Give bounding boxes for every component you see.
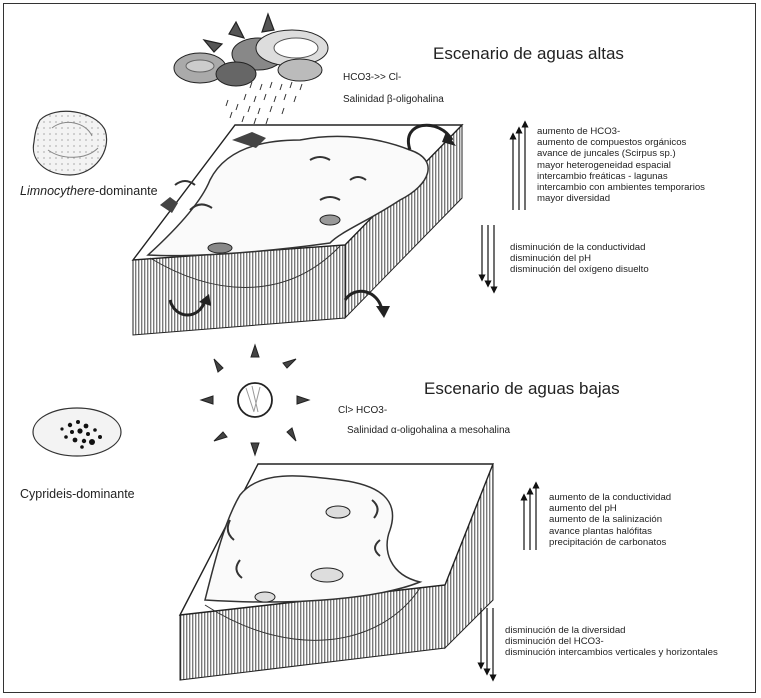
list-item: aumento de la conductividad bbox=[549, 492, 672, 503]
list-item: precipitación de carbonatos bbox=[549, 536, 667, 548]
list-item: disminución intercambios verticales y ho… bbox=[505, 647, 718, 659]
figure-frame bbox=[3, 3, 756, 693]
list-item: aumento del pH bbox=[549, 503, 617, 515]
low-water-title: Escenario de aguas bajas bbox=[424, 379, 620, 398]
list-item: aumento de compuestos orgánicos bbox=[537, 137, 687, 149]
list-item: mayor diversidad bbox=[537, 193, 611, 205]
high-ion-relation: HCO3->> Cl- bbox=[343, 72, 402, 83]
list-item: intercambio freáticas - lagunas bbox=[537, 170, 668, 182]
rain-drops bbox=[225, 81, 303, 125]
list-item: disminución del HCO3- bbox=[505, 636, 604, 648]
low-ion-relation: Cl> HCO3- bbox=[338, 405, 388, 416]
high-water-lagoon-block bbox=[131, 123, 464, 336]
increase-arrows-low bbox=[520, 481, 540, 550]
list-item: aumento de HCO3- bbox=[537, 126, 621, 137]
list-item: aumento de la salinización bbox=[549, 514, 663, 526]
list-item: disminución del oxígeno disuelto bbox=[510, 264, 649, 276]
high-salinity: Salinidad β-oligohalina bbox=[343, 94, 444, 105]
decrease-arrows-low bbox=[477, 608, 497, 682]
low-decrease-list: disminución de la diversidad disminución… bbox=[505, 625, 718, 659]
limnocythere-ostracod-image bbox=[32, 110, 108, 176]
high-water-title: Escenario de aguas altas bbox=[433, 44, 624, 63]
cyprideis-ostracod-image bbox=[32, 407, 122, 457]
list-item: mayor heterogeneidad espacial bbox=[537, 159, 671, 171]
limnocythere-label: Limnocythere-dominante bbox=[20, 185, 158, 198]
list-item: disminución del pH bbox=[510, 253, 592, 265]
list-item: disminución de la conductividad bbox=[510, 242, 646, 253]
sun-icon bbox=[199, 343, 311, 457]
low-salinity: Salinidad α-oligohalina a mesohalina bbox=[347, 425, 511, 436]
high-decrease-list: disminución de la conductividad disminuc… bbox=[510, 242, 649, 276]
low-increase-list: aumento de la conductividad aumento del … bbox=[549, 492, 671, 548]
list-item: disminución de la diversidad bbox=[505, 625, 626, 636]
limnocythere-suffix: -dominante bbox=[95, 184, 158, 198]
limnocythere-genus: Limnocythere bbox=[20, 184, 96, 198]
increase-arrows-high bbox=[509, 120, 529, 210]
decrease-arrows-high bbox=[478, 225, 498, 294]
cloud-icon bbox=[173, 12, 329, 87]
list-item: avance plantas halófitas bbox=[549, 525, 652, 537]
list-item: intercambio con ambientes temporarios bbox=[537, 181, 705, 193]
low-water-lagoon-block bbox=[178, 463, 495, 681]
cyprideis-label: Cyprideis-dominante bbox=[20, 487, 135, 501]
high-increase-list: aumento de HCO3- aumento de compuestos o… bbox=[537, 126, 705, 204]
list-item: avance de juncales (Scirpus sp.) bbox=[537, 148, 676, 160]
